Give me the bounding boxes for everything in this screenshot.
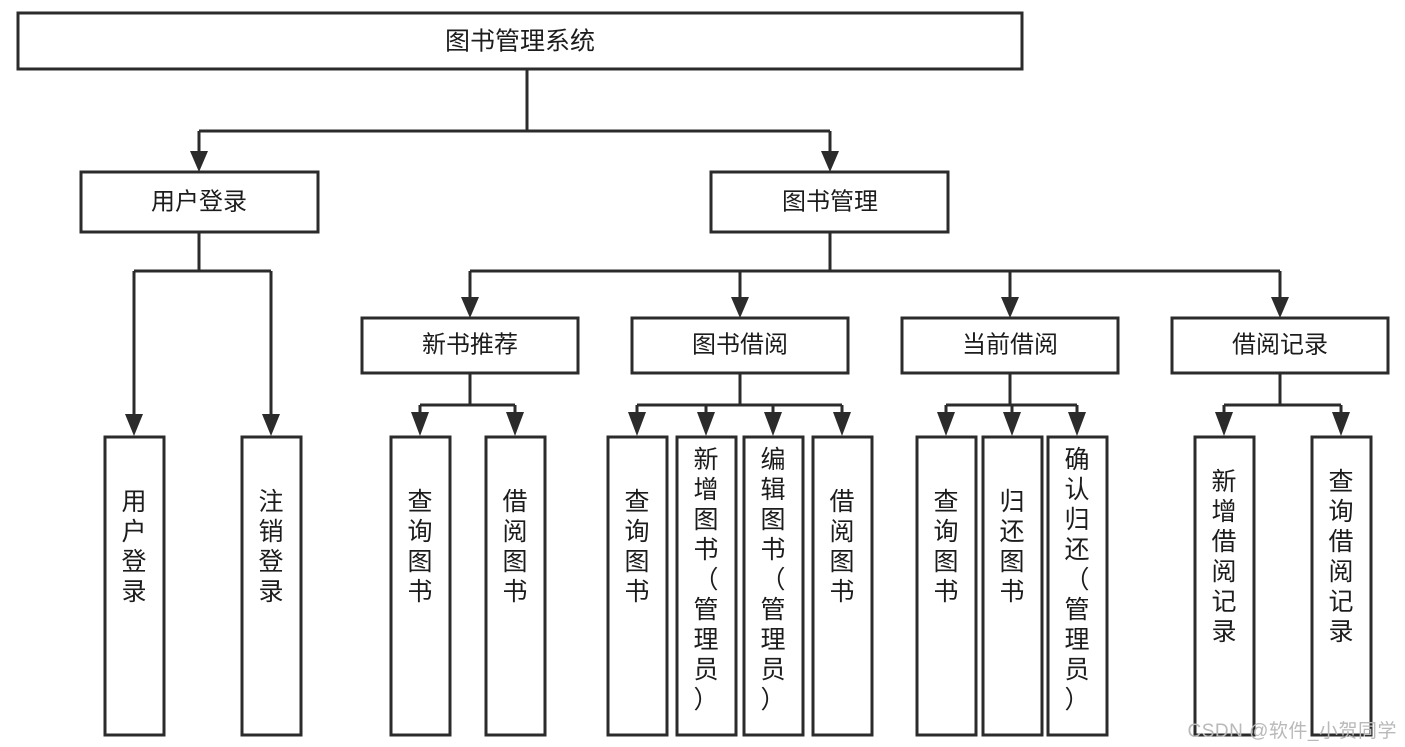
node-book-borrow-box[interactable]	[630, 316, 850, 375]
node-new-book-rec[interactable]: 新书推荐	[360, 316, 580, 375]
node-root-box[interactable]	[16, 11, 1024, 71]
node-user-login-box[interactable]	[79, 170, 320, 234]
arrow-head-leaf-query-book-3	[937, 412, 955, 436]
node-leaf-edit-book-label: 编辑图书（管理员）	[760, 446, 785, 714]
node-leaf-add-book-box[interactable]	[675, 435, 738, 737]
node-leaf-user-login[interactable]: 用户登录	[103, 435, 166, 737]
node-leaf-add-book[interactable]: 新增图书（管理员）	[675, 435, 738, 737]
arrow-head-leaf-return-book	[1003, 412, 1021, 436]
node-leaf-edit-book-box[interactable]	[742, 435, 805, 737]
node-leaf-confirm-return-box[interactable]	[1046, 435, 1109, 737]
node-leaf-confirm-return-label: 确认归还（管理员）	[1064, 446, 1089, 714]
arrow-head-leaf-query-record	[1332, 412, 1350, 436]
node-book-manage-label: 图书管理	[782, 188, 878, 215]
arrow-head-leaf-query-book-2	[628, 412, 646, 436]
node-leaf-query-book-3-label: 查询图书	[933, 488, 958, 606]
node-leaf-query-book-1[interactable]: 查询图书	[389, 435, 452, 737]
node-leaf-borrow-book-2-label: 借阅图书	[829, 488, 854, 606]
connector-layer	[125, 69, 1350, 436]
arrow-head-book-manage	[821, 151, 839, 172]
node-leaf-add-book-label: 新增图书（管理员）	[693, 446, 718, 714]
node-leaf-query-book-3[interactable]: 查询图书	[915, 435, 978, 737]
arrow-head-leaf-confirm-return	[1068, 412, 1086, 436]
node-leaf-query-record[interactable]: 查询借阅记录	[1310, 435, 1373, 737]
node-book-borrow[interactable]: 图书借阅	[630, 316, 850, 375]
node-leaf-user-login-label: 用户登录	[121, 488, 146, 606]
node-book-manage[interactable]: 图书管理	[709, 170, 950, 234]
arrow-head-borrow-record	[1271, 297, 1289, 318]
node-borrow-record-label: 借阅记录	[1232, 331, 1328, 358]
node-leaf-borrow-book-1[interactable]: 借阅图书	[484, 435, 547, 737]
node-current-borrow-label: 当前借阅	[962, 331, 1058, 358]
arrow-head-leaf-add-record	[1215, 412, 1233, 436]
node-current-borrow-box[interactable]	[900, 316, 1120, 375]
node-leaf-query-record-label: 查询借阅记录	[1328, 468, 1353, 646]
node-leaf-borrow-book-2-box[interactable]	[811, 435, 874, 737]
arrow-head-leaf-borrow-book-1	[506, 412, 524, 436]
arrow-head-leaf-add-book	[697, 412, 715, 436]
node-leaf-borrow-book-1-label: 借阅图书	[502, 488, 527, 606]
node-user-login-label: 用户登录	[151, 188, 247, 215]
node-book-borrow-label: 图书借阅	[692, 331, 788, 358]
node-leaf-return-book-box[interactable]	[981, 435, 1044, 737]
node-leaf-return-book-label: 归还图书	[999, 488, 1024, 606]
node-leaf-logout-login[interactable]: 注销登录	[240, 435, 303, 737]
node-leaf-query-book-2-label: 查询图书	[624, 488, 649, 606]
arrow-head-book-borrow	[731, 297, 749, 318]
arrow-head-current-borrow	[1001, 297, 1019, 318]
node-leaf-return-book[interactable]: 归还图书	[981, 435, 1044, 737]
node-leaf-confirm-return[interactable]: 确认归还（管理员）	[1046, 435, 1109, 737]
arrow-head-new-book-rec	[461, 297, 479, 318]
node-leaf-borrow-book-2[interactable]: 借阅图书	[811, 435, 874, 737]
node-borrow-record[interactable]: 借阅记录	[1170, 316, 1390, 375]
arrow-head-leaf-edit-book	[764, 412, 782, 436]
node-leaf-add-record-box[interactable]	[1193, 435, 1256, 737]
node-leaf-add-record-label: 新增借阅记录	[1211, 468, 1236, 646]
arrow-head-leaf-logout-login	[262, 414, 280, 436]
node-leaf-logout-login-box[interactable]	[240, 435, 303, 737]
node-book-manage-box[interactable]	[709, 170, 950, 234]
node-root-label: 图书管理系统	[445, 28, 595, 56]
csdn-watermark: CSDN @软件_小贺同学	[1187, 721, 1397, 742]
node-current-borrow[interactable]: 当前借阅	[900, 316, 1120, 375]
arrow-head-leaf-borrow-book-2	[833, 412, 851, 436]
node-leaf-query-book-3-box[interactable]	[915, 435, 978, 737]
arrow-head-leaf-query-book-1	[411, 412, 429, 436]
node-leaf-query-book-2[interactable]: 查询图书	[606, 435, 669, 737]
node-leaf-query-book-2-box[interactable]	[606, 435, 669, 737]
node-leaf-edit-book[interactable]: 编辑图书（管理员）	[742, 435, 805, 737]
node-leaf-user-login-box[interactable]	[103, 435, 166, 737]
arrow-head-leaf-user-login	[125, 414, 143, 436]
node-leaf-query-book-1-box[interactable]	[389, 435, 452, 737]
node-root[interactable]: 图书管理系统	[16, 11, 1024, 71]
node-leaf-query-record-box[interactable]	[1310, 435, 1373, 737]
node-new-book-rec-box[interactable]	[360, 316, 580, 375]
node-leaf-logout-login-label: 注销登录	[258, 488, 283, 606]
node-user-login[interactable]: 用户登录	[79, 170, 320, 234]
node-new-book-rec-label: 新书推荐	[422, 331, 518, 358]
node-leaf-borrow-book-1-box[interactable]	[484, 435, 547, 737]
arrow-head-user-login	[190, 151, 208, 172]
node-leaf-add-record[interactable]: 新增借阅记录	[1193, 435, 1256, 737]
node-leaf-query-book-1-label: 查询图书	[407, 488, 432, 606]
node-borrow-record-box[interactable]	[1170, 316, 1390, 375]
